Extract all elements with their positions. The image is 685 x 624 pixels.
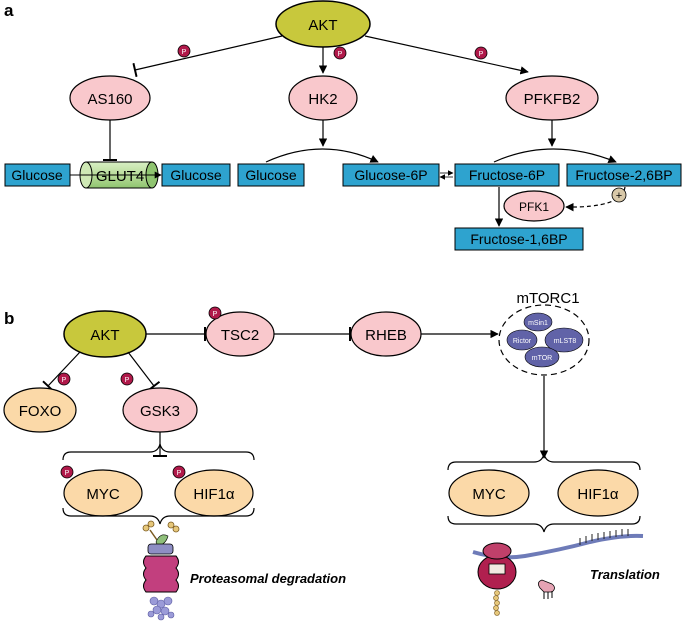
akt-gsk3-inhibition xyxy=(127,351,161,392)
phospho-marker-hk2: P xyxy=(333,46,347,60)
svg-text:Glucose: Glucose xyxy=(170,167,222,183)
fructose26bp-box: Fructose-2,6BP xyxy=(566,163,682,187)
right-brace-top xyxy=(447,453,641,471)
as160-label: AS160 xyxy=(87,91,132,108)
fructose16bp-box: Fructose-1,6BP xyxy=(454,227,584,251)
tsc2-node: TSC2 xyxy=(205,311,275,357)
svg-text:P: P xyxy=(62,377,67,384)
glucose-hk2-box: Glucose xyxy=(237,163,305,187)
panel-a-label: a xyxy=(4,1,14,20)
glucose-extracellular-box: Glucose xyxy=(4,163,71,187)
akt-foxo-inhibition xyxy=(42,351,81,392)
mtorc1-complex: mSin1 Rictor mLST8 mTOR xyxy=(498,304,590,376)
msin1-subunit xyxy=(523,312,553,332)
akt-node-b: AKT xyxy=(63,310,147,358)
svg-text:Fructose-1,6BP: Fructose-1,6BP xyxy=(470,231,567,247)
mlst8-subunit xyxy=(544,327,584,353)
gsk3-node: GSK3 xyxy=(122,387,198,433)
svg-text:P: P xyxy=(65,470,70,477)
tsc2-label: TSC2 xyxy=(221,327,259,344)
rheb-label: RHEB xyxy=(365,327,407,344)
akt-as160-inhibition xyxy=(132,35,283,78)
phospho-marker-gsk3: P xyxy=(120,372,134,386)
pfk1-node: PFK1 xyxy=(503,190,565,222)
hk2-node: HK2 xyxy=(288,75,358,121)
phospho-marker-as160: P xyxy=(177,44,191,58)
rheb-node: RHEB xyxy=(350,311,422,357)
mtorc1-label: mTORC1 xyxy=(516,290,579,307)
glut4-label: GLUT4 xyxy=(96,168,144,185)
hk2-label: HK2 xyxy=(308,91,337,108)
myc-left-label: MYC xyxy=(86,486,120,503)
phospho-marker-myc-left: P xyxy=(60,465,74,479)
plus-marker: + xyxy=(611,187,627,203)
rictor-subunit xyxy=(506,329,538,351)
svg-text:P: P xyxy=(177,470,182,477)
pfk1-label: PFK1 xyxy=(519,200,549,214)
glucose-intracellular-box: Glucose xyxy=(161,163,231,187)
svg-text:P: P xyxy=(182,49,187,56)
glucose6p-box: Glucose-6P xyxy=(342,163,440,187)
mtor-subunit xyxy=(524,346,560,368)
svg-text:mTOR: mTOR xyxy=(532,355,552,362)
akt-label-b: AKT xyxy=(90,327,119,344)
left-brace-top xyxy=(62,443,255,461)
svg-text:Glucose: Glucose xyxy=(11,167,63,183)
hif1a-left-node: HIF1α xyxy=(174,469,254,517)
fructose6p-box: Fructose-6P xyxy=(454,163,560,187)
right-brace-bottom xyxy=(447,515,641,533)
akt-label-a: AKT xyxy=(308,17,337,34)
hif1a-right-label: HIF1α xyxy=(577,486,619,503)
svg-text:Glucose-6P: Glucose-6P xyxy=(354,167,427,183)
as160-node: AS160 xyxy=(69,75,151,121)
proteasome-illustration xyxy=(142,520,180,621)
svg-text:Rictor: Rictor xyxy=(513,338,532,345)
svg-text:+: + xyxy=(616,190,622,202)
svg-text:Fructose-6P: Fructose-6P xyxy=(469,167,545,183)
svg-text:Glucose: Glucose xyxy=(245,167,297,183)
svg-text:P: P xyxy=(213,311,218,318)
hk2-reaction-arc xyxy=(265,148,379,163)
svg-text:mSin1: mSin1 xyxy=(528,320,548,327)
svg-text:mLST8: mLST8 xyxy=(554,338,577,345)
myc-right-node: MYC xyxy=(448,469,530,517)
left-brace-bottom xyxy=(62,507,255,525)
svg-text:P: P xyxy=(479,51,484,58)
foxo-label: FOXO xyxy=(19,403,62,420)
myc-right-label: MYC xyxy=(472,486,506,503)
akt-pfkfb2-arrow xyxy=(364,35,529,75)
svg-text:Fructose-2,6BP: Fructose-2,6BP xyxy=(575,167,672,183)
svg-text:P: P xyxy=(338,51,343,58)
svg-text:P: P xyxy=(125,377,130,384)
phospho-marker-tsc2: P xyxy=(208,306,222,320)
phospho-marker-hif1a-left: P xyxy=(172,465,186,479)
panel-b-label: b xyxy=(4,309,14,328)
hif1a-right-node: HIF1α xyxy=(557,469,639,517)
foxo-node: FOXO xyxy=(3,387,77,433)
proteasomal-degradation-label: Proteasomal degradation xyxy=(190,571,346,586)
translation-label: Translation xyxy=(590,567,660,582)
myc-left-node: MYC xyxy=(63,469,143,517)
akt-node-a: AKT xyxy=(275,0,371,48)
pfkfb2-label: PFKFB2 xyxy=(524,91,581,108)
translation-illustration xyxy=(472,529,644,616)
gsk3-label: GSK3 xyxy=(140,403,180,420)
phospho-marker-pfkfb2: P xyxy=(474,46,488,60)
pfkfb2-reaction-arc xyxy=(493,148,617,164)
pfkfb2-node: PFKFB2 xyxy=(505,75,599,121)
hif1a-left-label: HIF1α xyxy=(193,486,235,503)
phospho-marker-foxo: P xyxy=(57,372,71,386)
